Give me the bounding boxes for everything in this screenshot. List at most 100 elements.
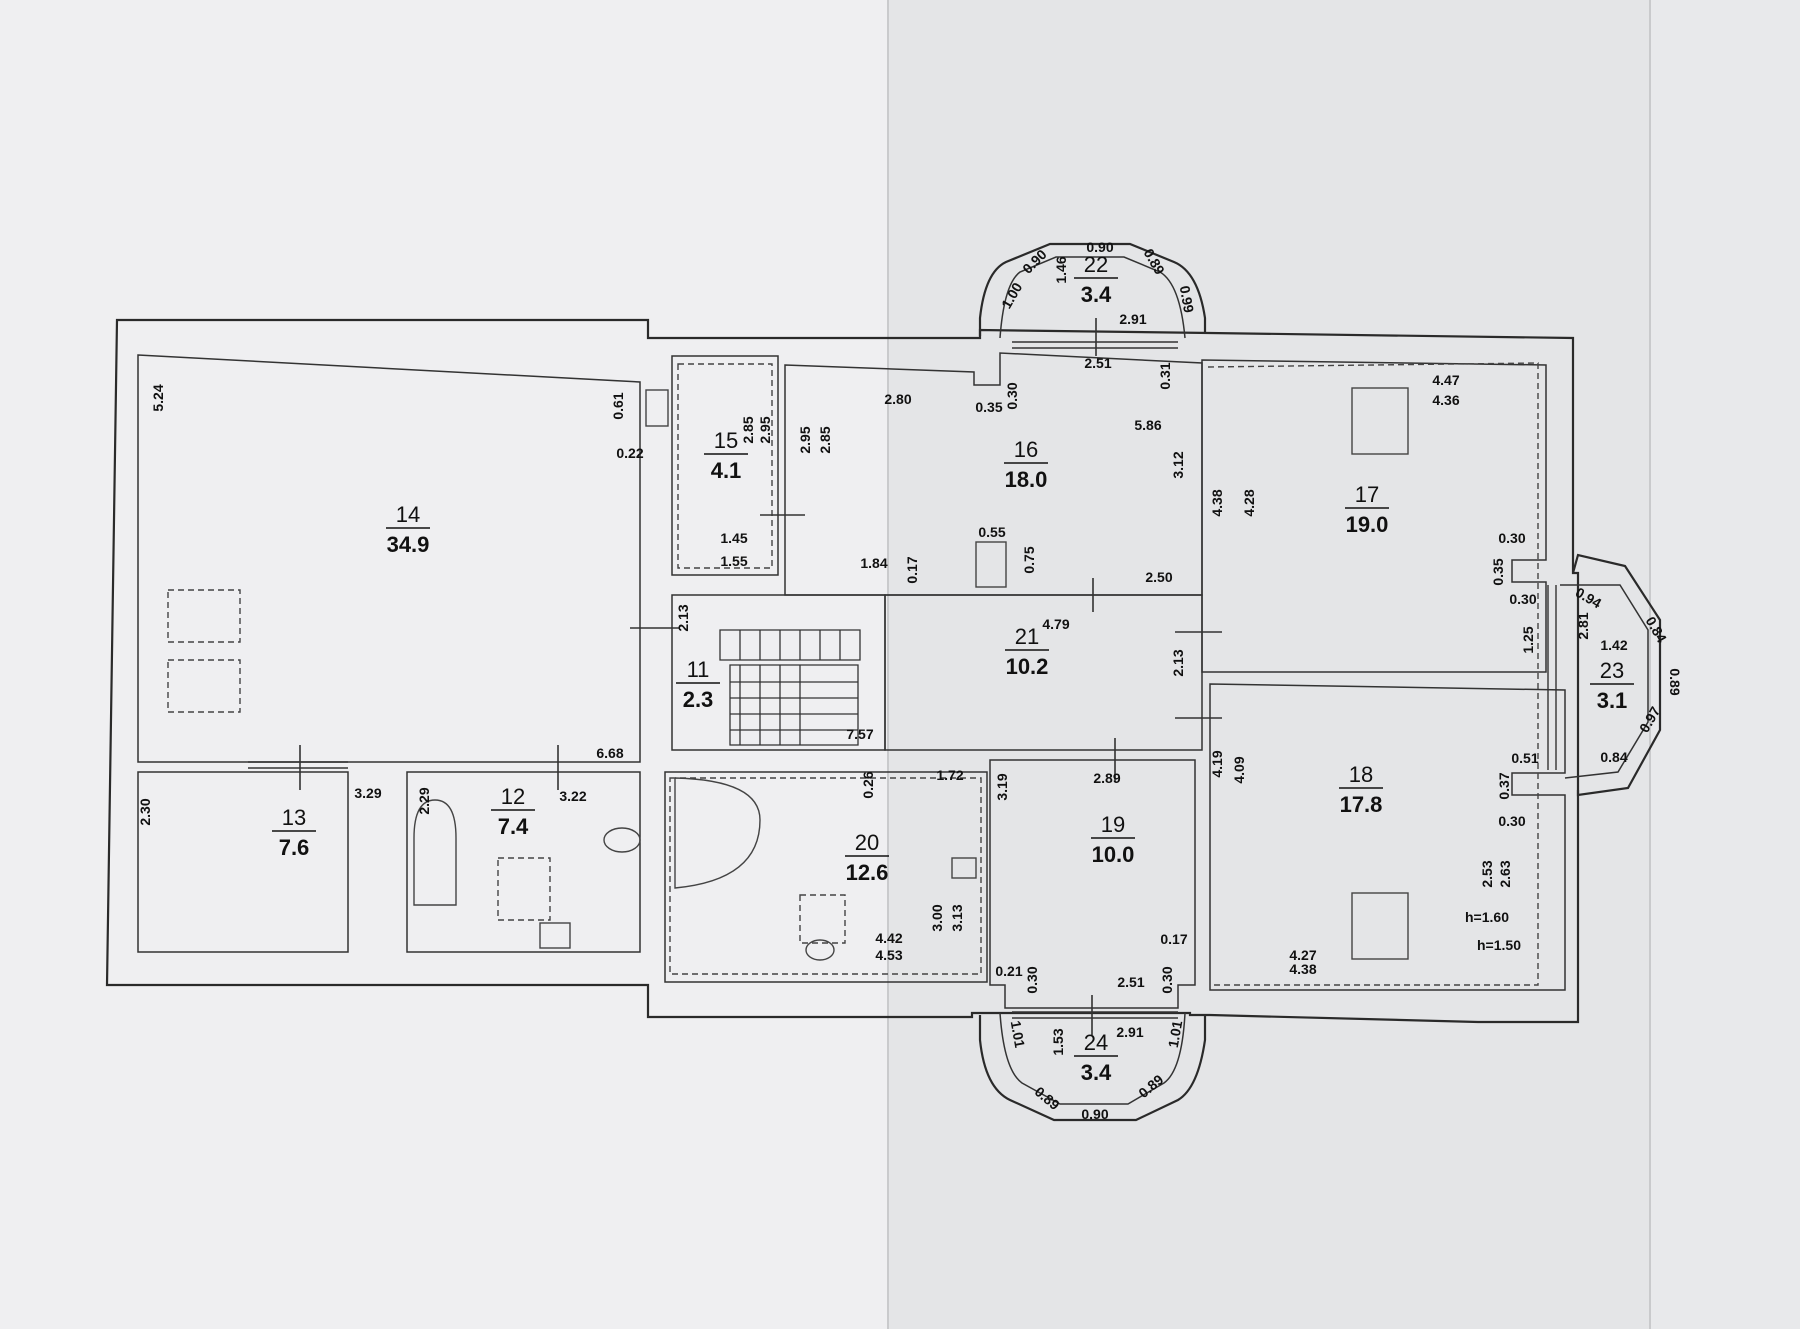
dimension-label: 4.42 [875, 930, 902, 946]
room-area: 12.6 [846, 860, 889, 885]
fixtures [167, 387, 1409, 961]
dimension-label: 0.17 [1160, 931, 1187, 947]
dimension-label: 0.55 [978, 524, 1005, 540]
room-area: 4.1 [711, 458, 742, 483]
room-number: 16 [1014, 437, 1038, 462]
dimension-label: 0.99 [1177, 284, 1198, 314]
dimension-label: 1.53 [1050, 1028, 1066, 1055]
room-number: 21 [1015, 624, 1039, 649]
dimension-label: 0.35 [975, 399, 1002, 415]
dimension-label: 2.85 [740, 416, 756, 443]
dimension-label: 4.38 [1289, 961, 1316, 977]
dimension-label: 5.86 [1134, 417, 1161, 433]
room-label-18: 18 17.8 [1339, 762, 1383, 817]
dimension-label: 7.57 [846, 726, 873, 742]
dimension-label: 1.01 [1165, 1019, 1186, 1049]
room-label-14: 14 34.9 [386, 502, 430, 557]
room-17-outline [1201, 359, 1547, 673]
dimension-label: 2.95 [797, 426, 813, 453]
dimension-label: 1.72 [936, 767, 963, 783]
dimension-label: 1.25 [1520, 626, 1536, 653]
dimension-label: 2.13 [1170, 649, 1186, 676]
room-21-outline [884, 594, 1203, 751]
dimension-label: 0.75 [1021, 546, 1037, 573]
room-number: 18 [1349, 762, 1373, 787]
dimension-label: 0.30 [1498, 813, 1525, 829]
dimension-label: 2.29 [416, 787, 432, 814]
dimension-label: 2.51 [1117, 974, 1144, 990]
dimension-label: 1.45 [720, 530, 747, 546]
room-area: 17.8 [1340, 792, 1383, 817]
room-19-outline [989, 759, 1196, 1009]
dimension-label: 0.90 [1086, 239, 1113, 255]
dimension-label: 0.21 [995, 963, 1022, 979]
room-area: 19.0 [1346, 512, 1389, 537]
room-number: 14 [396, 502, 420, 527]
room-13-outline [137, 771, 349, 953]
dimension-label: 4.27 [1289, 947, 1316, 963]
room-20-outline [664, 771, 988, 983]
window-marks [248, 341, 1557, 1019]
dimension-label: 0.89 [1667, 668, 1683, 695]
dimension-label: 4.38 [1209, 489, 1225, 516]
dimension-label: 3.19 [994, 773, 1010, 800]
dimension-label: 0.30 [1004, 382, 1020, 409]
dimension-label: 4.36 [1432, 392, 1459, 408]
room-number: 22 [1084, 252, 1108, 277]
dimension-label: 0.22 [616, 445, 643, 461]
room-label-24: 243.4 [1074, 1030, 1118, 1085]
room-15-outline [671, 355, 779, 576]
dimension-label: 0.30 [1024, 966, 1040, 993]
dimension-label: 3.13 [949, 904, 965, 931]
room-area: 10.0 [1092, 842, 1135, 867]
room-number: 19 [1101, 812, 1125, 837]
dimension-label: 0.37 [1496, 772, 1512, 799]
dimension-label: 2.30 [137, 798, 153, 825]
dimension-label: 4.47 [1432, 372, 1459, 388]
dimension-label: 2.85 [817, 426, 833, 453]
dimension-label: 1.42 [1600, 637, 1627, 653]
bay-22-outline [978, 242, 1207, 336]
dimension-label: 0.17 [904, 556, 920, 583]
dimension-label: 2.50 [1145, 569, 1172, 585]
dimension-label: 0.35 [1490, 558, 1506, 585]
dimension-label: 2.63 [1497, 860, 1513, 887]
room-18-outline [1209, 683, 1566, 991]
dimension-label: h=1.50 [1477, 937, 1521, 953]
room-label-23: 233.1 [1590, 658, 1634, 713]
dimension-label: 2.89 [1093, 770, 1120, 786]
exterior-wall-inner [137, 354, 641, 763]
paper-right [888, 0, 1650, 1329]
dimension-label: 0.31 [1157, 362, 1173, 389]
dimension-label: 1.84 [860, 555, 887, 571]
staircase [719, 629, 861, 746]
room-number: 20 [855, 830, 879, 855]
dimension-label: 2.91 [1119, 311, 1146, 327]
room-label-20: 20 12.6 [845, 830, 889, 885]
room-area: 3.4 [1081, 282, 1112, 307]
room-17-contour [1207, 362, 1539, 986]
dimension-label: 0.84 [1600, 749, 1627, 765]
bay-24-outline [978, 1015, 1207, 1122]
room-label-22: 223.4 [1074, 252, 1118, 307]
dimension-label: 0.30 [1498, 530, 1525, 546]
room-label-19: 19 10.0 [1091, 812, 1135, 867]
dimension-label: 6.68 [596, 745, 623, 761]
room-number: 13 [282, 805, 306, 830]
bay-22-inner [999, 256, 1186, 339]
dimension-label: 0.30 [1509, 591, 1536, 607]
dimension-label: 3.00 [929, 904, 945, 931]
room-area: 3.1 [1597, 688, 1628, 713]
dimension-label: 0.26 [860, 771, 876, 798]
dimension-label: 0.51 [1511, 750, 1538, 766]
room-area: 10.2 [1006, 654, 1049, 679]
dimension-label: 4.53 [875, 947, 902, 963]
dimension-label: 2.80 [884, 391, 911, 407]
dimension-label: 2.51 [1084, 355, 1111, 371]
room-number: 24 [1084, 1030, 1108, 1055]
room-area: 34.9 [387, 532, 430, 557]
exterior-wall-outer [105, 318, 1580, 1024]
dimension-label: 4.09 [1231, 756, 1247, 783]
